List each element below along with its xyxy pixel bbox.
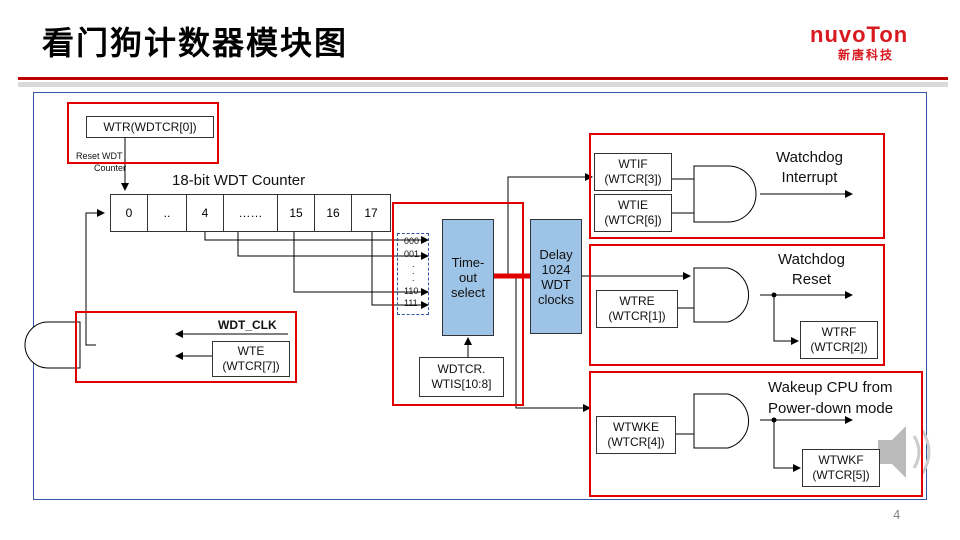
title-divider-red bbox=[18, 77, 948, 80]
wtr-highlight bbox=[67, 102, 219, 164]
interrupt-label: Watchdog Interrupt bbox=[776, 149, 843, 186]
wdt-clk-and-gate bbox=[24, 321, 81, 369]
counter-title: 18-bit WDT Counter bbox=[172, 172, 306, 189]
reset-and-gate bbox=[693, 267, 750, 323]
mux-input-110: 110 bbox=[404, 286, 419, 296]
interrupt-highlight bbox=[589, 133, 885, 239]
interrupt-and-gate bbox=[693, 165, 757, 223]
speaker-icon bbox=[878, 426, 931, 478]
delay-block: Delay 1024 WDT clocks bbox=[530, 219, 582, 334]
mux-input-dot: . bbox=[412, 259, 415, 269]
mux-input-group bbox=[397, 233, 429, 315]
counter-cell: 16 bbox=[314, 194, 352, 232]
wtwkf-register: WTWKF (WTCR[5]) bbox=[802, 449, 880, 487]
counter-cell: 4 bbox=[186, 194, 224, 232]
reset-label-2: Counter bbox=[94, 163, 127, 173]
nuvoton-logo: nuvoTon bbox=[810, 22, 909, 47]
page-number: 4 bbox=[893, 508, 901, 522]
mux-input-dot: . bbox=[412, 266, 415, 276]
wtie-register: WTIE (WTCR[6]) bbox=[594, 194, 672, 232]
wdt-clk-label: WDT_CLK bbox=[218, 318, 277, 332]
counter-cell: 15 bbox=[277, 194, 315, 232]
counter-cell: 0 bbox=[110, 194, 148, 232]
clk-gate-highlight bbox=[75, 311, 297, 383]
mux-highlight bbox=[392, 202, 524, 406]
wakeup-and-gate bbox=[693, 393, 750, 449]
counter-cell: 17 bbox=[351, 194, 391, 232]
wakeup-highlight bbox=[589, 371, 923, 497]
page-title: 看门狗计数器模块图 bbox=[42, 24, 349, 62]
reset-label-1: Reset WDT bbox=[76, 151, 123, 161]
wdtcr-register: WDTCR. WTIS[10:8] bbox=[419, 357, 504, 397]
wte-register: WTE (WTCR[7]) bbox=[212, 341, 290, 377]
wtif-register: WTIF (WTCR[3]) bbox=[594, 153, 672, 191]
counter-cell: …… bbox=[223, 194, 278, 232]
wtrf-register: WTRF (WTCR[2]) bbox=[800, 321, 878, 359]
mux-input-000: 000 bbox=[404, 236, 420, 246]
wtr-register: WTR(WDTCR[0]) bbox=[86, 116, 214, 138]
counter-cell: .. bbox=[147, 194, 187, 232]
reset-highlight bbox=[589, 244, 885, 366]
timeout-select-mux: Time- out select bbox=[442, 219, 494, 336]
diagram-frame bbox=[33, 92, 927, 500]
reset-out-label: Watchdog Reset bbox=[778, 251, 845, 288]
mux-input-001: 001 bbox=[404, 249, 420, 259]
wtre-register: WTRE (WTCR[1]) bbox=[596, 290, 678, 328]
wtwke-register: WTWKE (WTCR[4]) bbox=[596, 416, 676, 454]
title-divider-grey bbox=[18, 82, 948, 87]
mux-input-111: 111 bbox=[404, 298, 418, 308]
nuvoton-logo-subtitle: 新唐科技 bbox=[838, 48, 895, 62]
wakeup-label: Wakeup CPU from Power-down mode bbox=[768, 379, 894, 417]
mux-input-dot: . bbox=[412, 273, 415, 283]
